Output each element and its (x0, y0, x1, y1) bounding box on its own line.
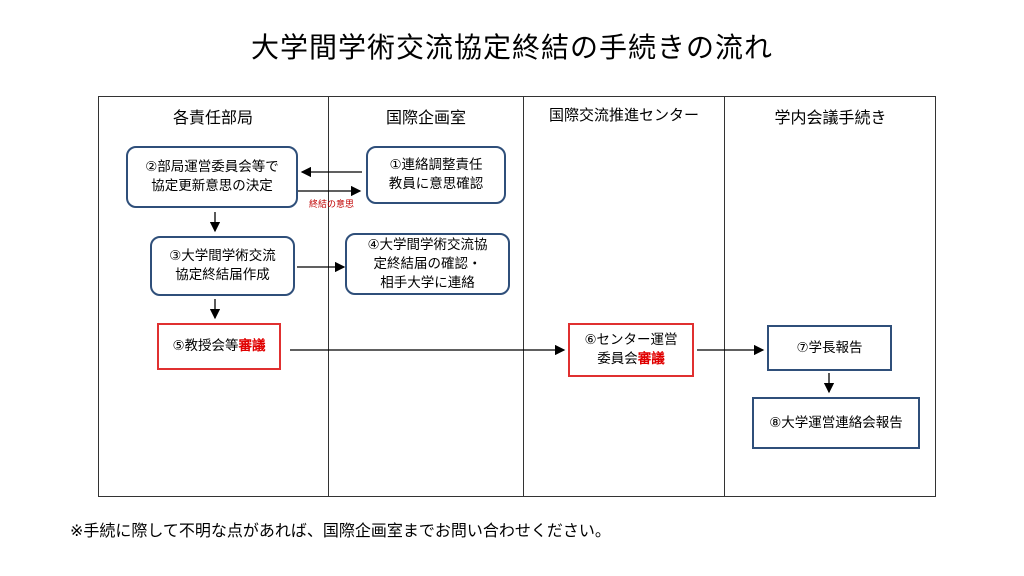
lane-divider (328, 96, 329, 497)
step-6-line1: ⑥センター運営 (584, 332, 678, 348)
step-7-president-report: ⑦学長報告 (767, 325, 892, 371)
step-6-review-emphasis: 審議 (637, 351, 665, 367)
step-4-confirm-and-contact: ④大学間学術交流協 定終結届の確認・ 相手大学に連絡 (345, 233, 510, 295)
step-1-confirm-intent: ①連絡調整責任 教員に意思確認 (366, 146, 506, 204)
lane-divider (724, 96, 725, 497)
intent-label: 終結の意思 (309, 200, 355, 210)
step-3-create-termination-form: ③大学間学術交流 協定終結届作成 (150, 236, 295, 296)
page-title: 大学間学術交流協定終結の手続きの流れ (250, 31, 773, 64)
step-6-center-committee-review: ⑥センター運営 委員会審議 (568, 323, 694, 377)
step-2-department-decision: ②部局運営委員会等で 協定更新意思の決定 (126, 146, 298, 208)
step-6-label: 委員会 (597, 351, 638, 367)
step-5-faculty-council-review: ⑤教授会等審議 (157, 323, 281, 370)
swimlane-frame (98, 96, 936, 497)
footnote: ※手続に際して不明な点があれば、国際企画室までお問い合わせください。 (70, 521, 611, 540)
step-5-review-emphasis: 審議 (238, 338, 266, 354)
step-6-line2: 委員会審議 (597, 350, 665, 369)
step-8-management-report: ⑧大学運営連絡会報告 (752, 397, 920, 449)
column-header-departments: 各責任部局 (172, 108, 253, 127)
lane-divider (523, 96, 524, 497)
column-header-exchange-center: 国際交流推進センター (548, 106, 699, 124)
step-5-label: ⑤教授会等 (172, 338, 239, 354)
column-header-internal-meetings: 学内会議手続き (774, 108, 887, 127)
column-header-planning-office: 国際企画室 (385, 108, 466, 127)
